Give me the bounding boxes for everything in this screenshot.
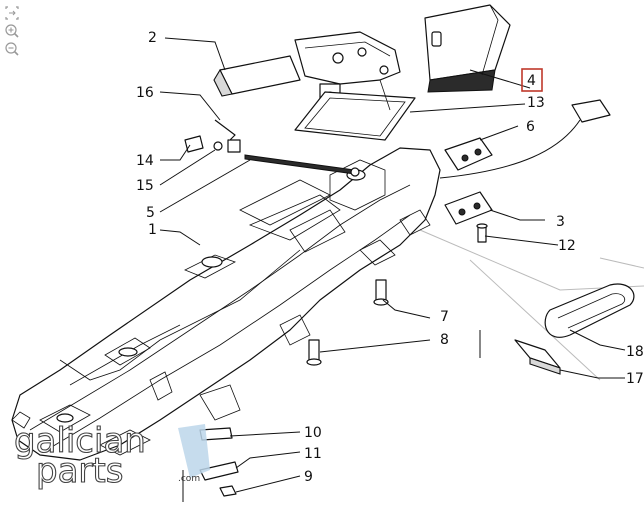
callout-5[interactable]: 5 [146,205,155,221]
callout-7[interactable]: 7 [440,309,449,325]
callout-13[interactable]: 13 [527,95,545,111]
gear-lever-boot[interactable] [424,4,511,93]
callout-15[interactable]: 15 [136,178,154,194]
callout-1[interactable]: 1 [148,222,157,238]
watermark-line1: galician [14,421,146,461]
callout-18[interactable]: 18 [626,344,644,360]
rubber-pad[interactable] [514,339,561,375]
callout-9[interactable]: 9 [304,469,313,485]
lower-bracket-parts[interactable] [199,427,239,497]
leader-lines [159,37,626,502]
zoom-toolbar [3,5,23,57]
callout-4[interactable]: 4 [527,73,536,89]
handbrake-cable-rod[interactable] [244,154,360,177]
callout-11[interactable]: 11 [304,446,322,462]
callout-14[interactable]: 14 [136,153,154,169]
central-tunnel-frame[interactable] [11,147,441,461]
seal-ring[interactable] [544,283,635,338]
wiring-connector[interactable] [439,99,611,179]
callout-10[interactable]: 10 [304,425,322,441]
bolt-7[interactable] [373,279,389,306]
callout-6[interactable]: 6 [526,119,535,135]
watermark-suffix: .com [178,474,200,484]
watermark-accent-shape [178,424,210,478]
callout-labels: 2 4 13 6 16 14 15 5 1 3 12 7 8 18 17 10 … [136,30,644,485]
zoom-out-icon[interactable] [3,41,21,57]
bolt-8[interactable] [306,339,322,366]
watermark-line2: parts [36,451,123,491]
boot-trim-frame[interactable] [294,79,416,141]
callout-12[interactable]: 12 [558,238,576,254]
callout-3[interactable]: 3 [556,214,565,230]
callout-2[interactable]: 2 [148,30,157,46]
callout-16[interactable]: 16 [136,85,154,101]
callout-8[interactable]: 8 [440,332,449,348]
switch-bracket[interactable] [444,191,493,225]
pin-and-clip-set[interactable] [184,119,241,153]
selected-callout-box [521,68,543,92]
fit-to-screen-icon[interactable] [3,5,21,21]
handbrake-lever[interactable] [213,31,401,106]
callout-17[interactable]: 17 [626,371,644,387]
screw-12[interactable] [476,223,488,243]
galicianparts-watermark: galician parts .com [13,420,210,492]
zoom-in-icon[interactable] [3,23,21,39]
